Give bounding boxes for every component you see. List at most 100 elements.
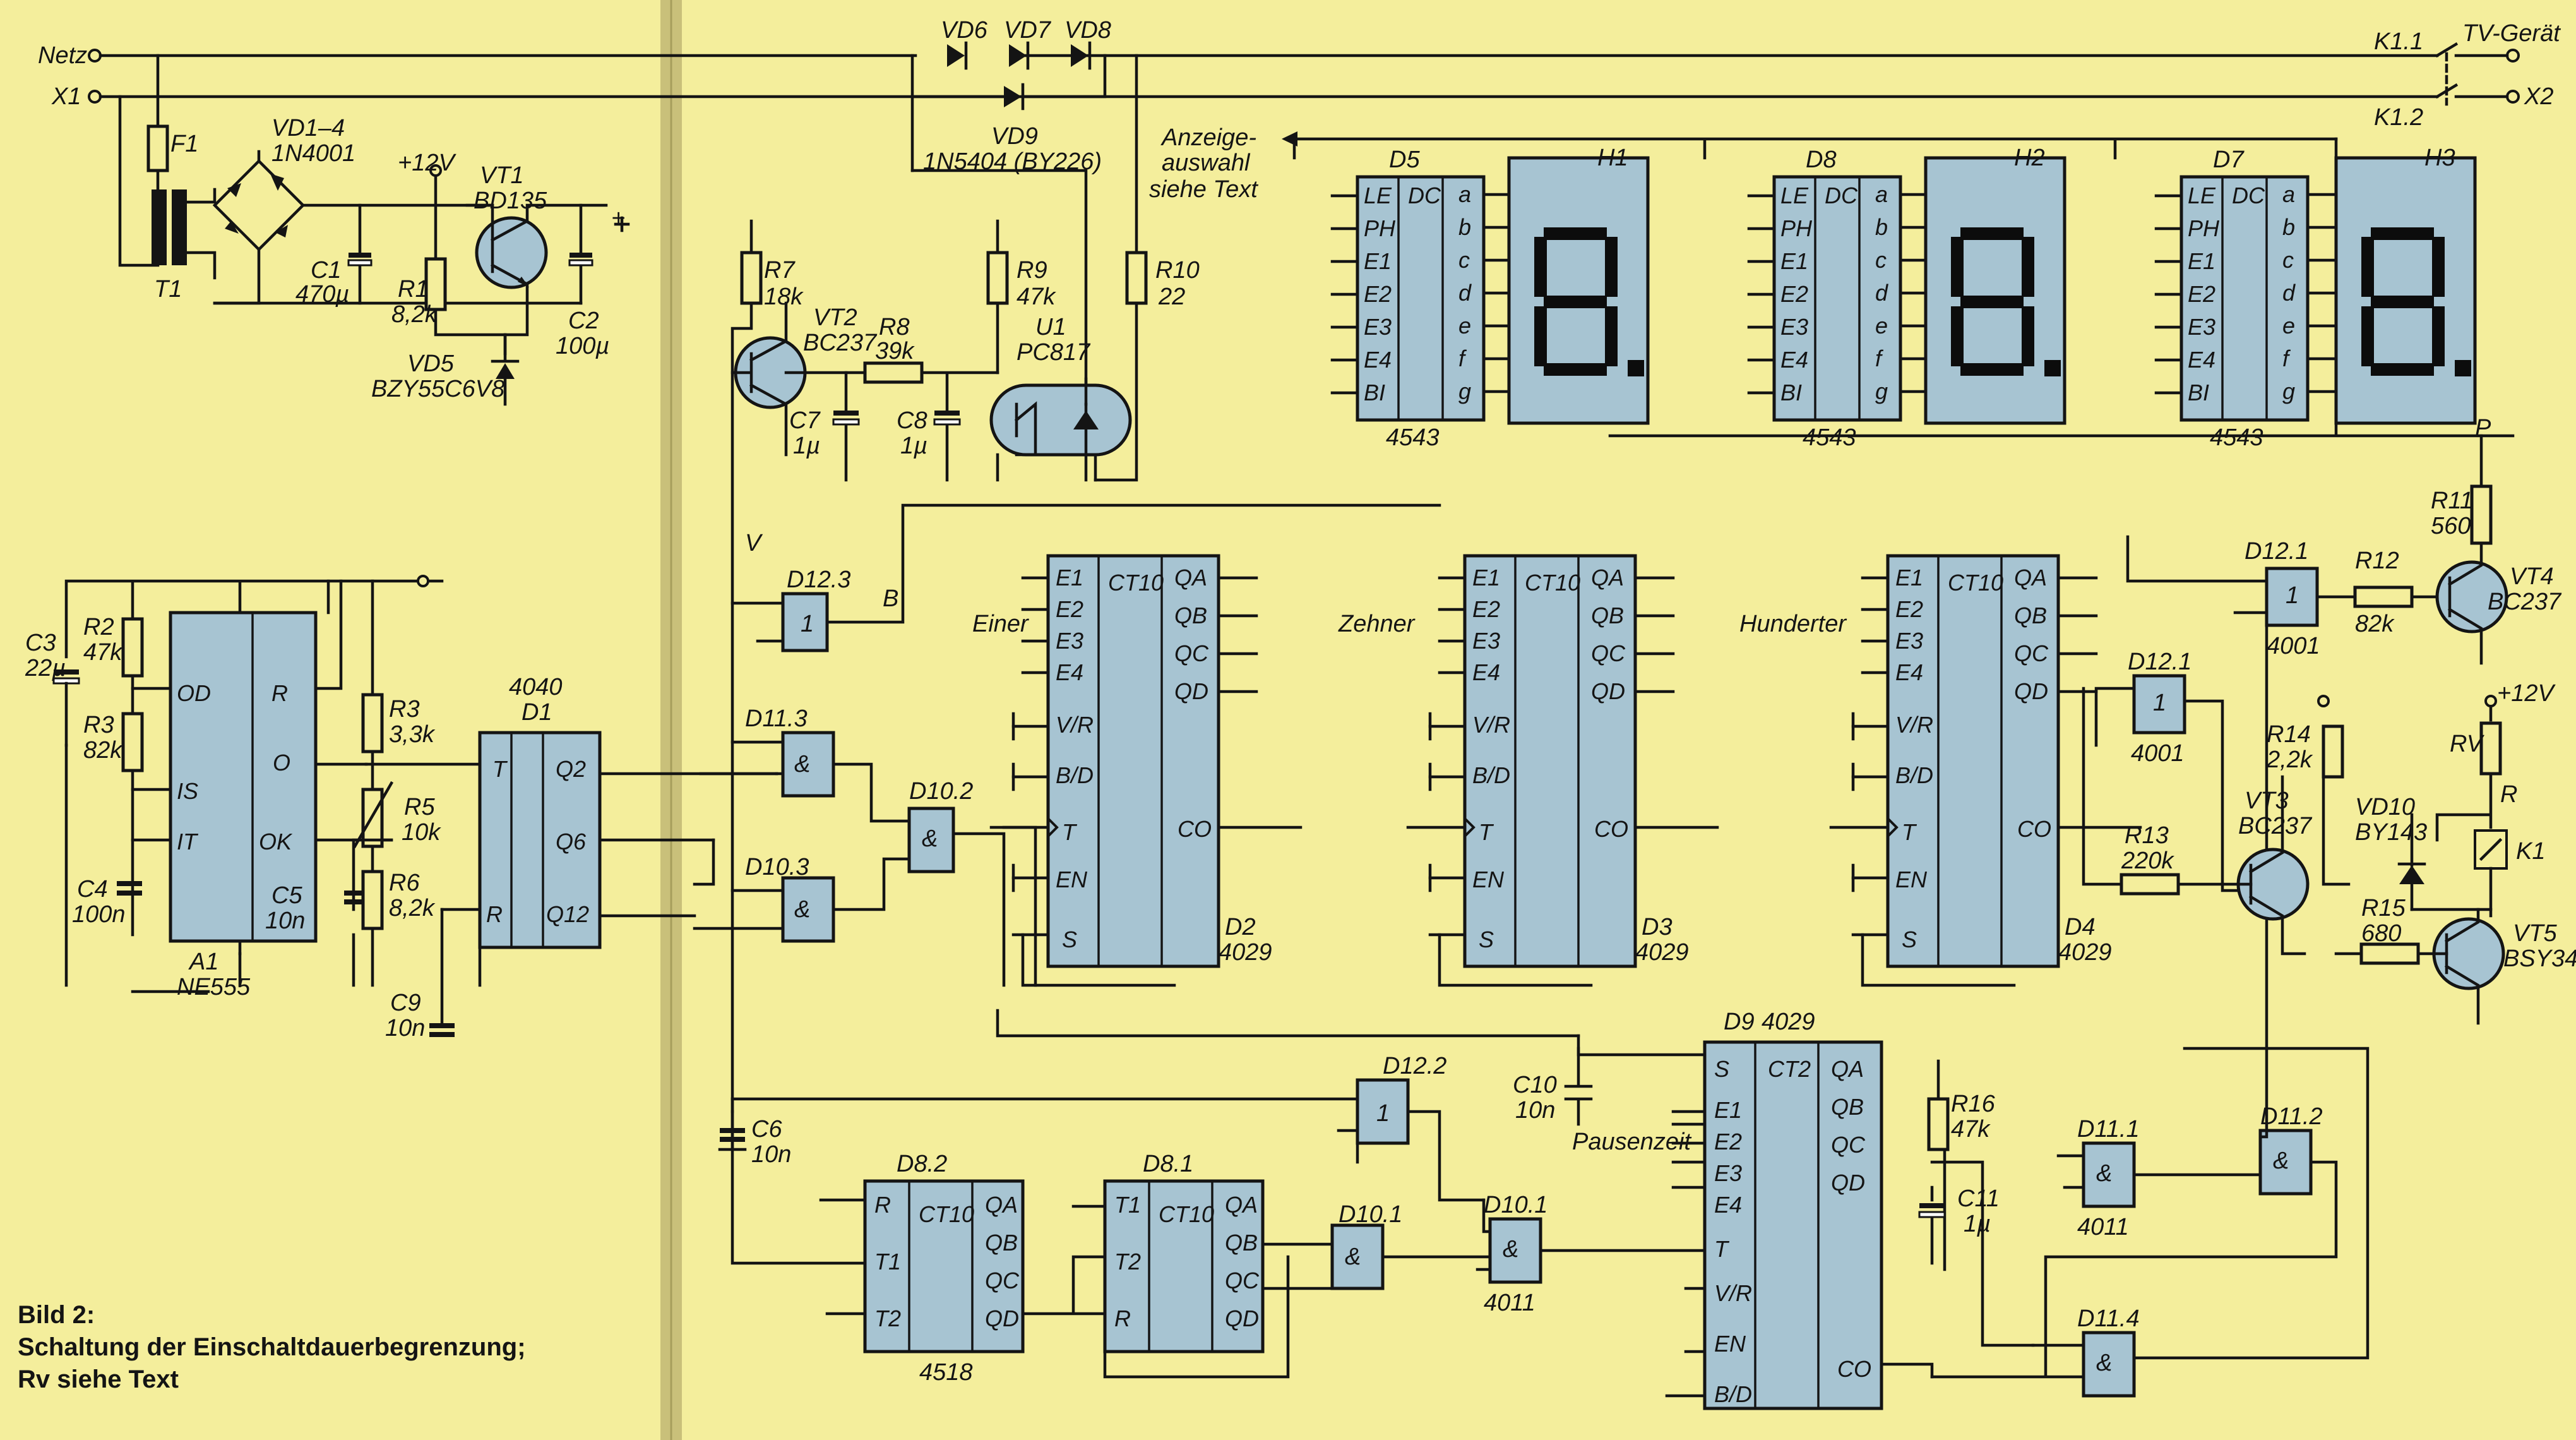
r2-value: 47k: [83, 639, 123, 666]
anzeige-label-2: auswahl: [1162, 150, 1251, 176]
decimal-point: [2455, 360, 2471, 376]
segment: [1534, 237, 1547, 297]
r3b-label: R3: [389, 696, 420, 723]
pin-rr: R: [486, 901, 503, 927]
d7-pin-bi: BI: [2188, 380, 2209, 405]
d2-pin-qc: QC: [1174, 640, 1209, 666]
c11-value: 1µ: [1964, 1211, 1991, 1237]
anzeige-label-3: siehe Text: [1149, 176, 1258, 203]
vd8-label: VD8: [1064, 17, 1111, 44]
c10-label: C10: [1513, 1072, 1557, 1098]
display-d5-label: H1: [1597, 145, 1628, 171]
d7-pin-g: g: [2282, 378, 2295, 404]
vd5-label: VD5: [407, 351, 455, 377]
d3-pin-t: T: [1479, 819, 1494, 845]
d10-1b-label: D10.1: [1484, 1192, 1547, 1218]
segment: [2371, 296, 2434, 308]
gate-d12-1-lower: [2132, 674, 2186, 735]
c8-value: 1µ: [900, 433, 927, 459]
vd14-label: VD1–4: [271, 115, 345, 141]
d4-type: 4029: [2058, 939, 2112, 966]
r7-label: R7: [764, 257, 796, 284]
input-section: [730, 219, 1132, 1113]
segment: [1605, 306, 1618, 366]
d11-2-label: D11.2: [2260, 1103, 2323, 1130]
c8-label: C8: [897, 407, 927, 434]
d9-qa: QA: [1831, 1056, 1864, 1082]
d9-e2: E2: [1714, 1129, 1742, 1155]
a1-type: NE555: [177, 974, 251, 1000]
r1-value: 8,2k: [391, 301, 438, 328]
c6-value: 10n: [751, 1141, 791, 1168]
gate-d10-2: [907, 807, 955, 873]
d12-1-upper-label: D12.1: [2245, 538, 2308, 565]
d5-label: D5: [1389, 147, 1420, 173]
a1-ne555-chip: [169, 611, 318, 943]
d8-pin-e3: E3: [1780, 314, 1808, 340]
mains-diodes: [910, 41, 1148, 482]
r5-label: R5: [404, 794, 435, 820]
r-terminal: R: [2500, 781, 2517, 808]
vt2-label: VT2: [813, 304, 857, 331]
segment: [1605, 237, 1618, 297]
c7-label: C7: [789, 407, 821, 434]
d3-pin-en: EN: [1472, 867, 1505, 892]
d8-2-qa: QA: [985, 1192, 1018, 1218]
d2-type: 4029: [1219, 939, 1272, 966]
d3-pin-e3: E3: [1472, 628, 1500, 654]
d1-4040-chip: [478, 731, 602, 949]
d5-pin-e: e: [1458, 313, 1471, 339]
d4-pin-bd: B/D: [1895, 762, 1933, 788]
r3b-value: 3,3k: [389, 721, 436, 748]
d8-1-qb: QB: [1225, 1230, 1258, 1256]
c11-label: C11: [1957, 1185, 2000, 1212]
c9-value: 10n: [385, 1015, 425, 1041]
d8-2-type: 4518: [919, 1359, 973, 1386]
netz-label: Netz: [38, 42, 87, 69]
decimal-point: [2044, 360, 2061, 376]
d8-2-qb: QB: [985, 1230, 1018, 1256]
d4-pin-qd: QD: [2014, 678, 2048, 704]
d7-label: D7: [2213, 147, 2245, 173]
counter-group: CT10E1E2E3E4EinerV/RB/DTENSQAQBQCQDCOD24…: [972, 554, 2142, 987]
vd7-label: VD7: [1004, 17, 1052, 44]
pin-it: IT: [177, 829, 199, 855]
d4-pin-en: EN: [1895, 867, 1928, 892]
d8-pin-e1: E1: [1780, 248, 1808, 274]
d9-t: T: [1714, 1236, 1730, 1262]
d9-vr: V/R: [1714, 1280, 1752, 1306]
d2-label: D2: [1225, 914, 1256, 940]
d12-1-upper-type: 4001: [2267, 633, 2320, 659]
d2-pin-e4: E4: [1056, 659, 1083, 685]
logic-gates: [693, 503, 2452, 1398]
d4-pin-qc: QC: [2014, 640, 2049, 666]
u1-type: PC817: [1017, 339, 1091, 366]
d3-pin-co: CO: [1594, 816, 1628, 842]
r13-label: R13: [2125, 822, 2169, 849]
t1-label: T1: [154, 276, 182, 303]
d8-1-qc: QC: [1225, 1268, 1260, 1293]
segment: [1544, 363, 1607, 376]
pin-t: T: [492, 756, 508, 782]
segment: [1544, 296, 1607, 308]
d12-2-sym: 1: [1376, 1100, 1390, 1127]
d8-type: 4543: [1803, 424, 1856, 451]
d2-pin-qa: QA: [1174, 565, 1207, 591]
d12-1-lower-type: 4001: [2131, 740, 2185, 767]
c9-label: C9: [390, 990, 421, 1016]
d12-1-lower-sym: 1: [2153, 690, 2166, 716]
d8-1-r: R: [1114, 1305, 1131, 1331]
pin-r: R: [271, 680, 288, 706]
d8-1-t1: T1: [1114, 1192, 1141, 1218]
vd6-label: VD6: [941, 17, 988, 44]
d5-pin-b: b: [1458, 214, 1471, 240]
d3-side-label: Zehner: [1338, 611, 1416, 637]
d5-pin-dc: DC: [1408, 183, 1441, 208]
b-label: B: [883, 585, 898, 612]
c2-value: 100µ: [556, 333, 609, 359]
d8-pin-bi: BI: [1780, 380, 1802, 405]
bottom-counters: [718, 1009, 2035, 1410]
segment: [2022, 237, 2034, 297]
d11-1-type: 4011: [2077, 1214, 2129, 1240]
